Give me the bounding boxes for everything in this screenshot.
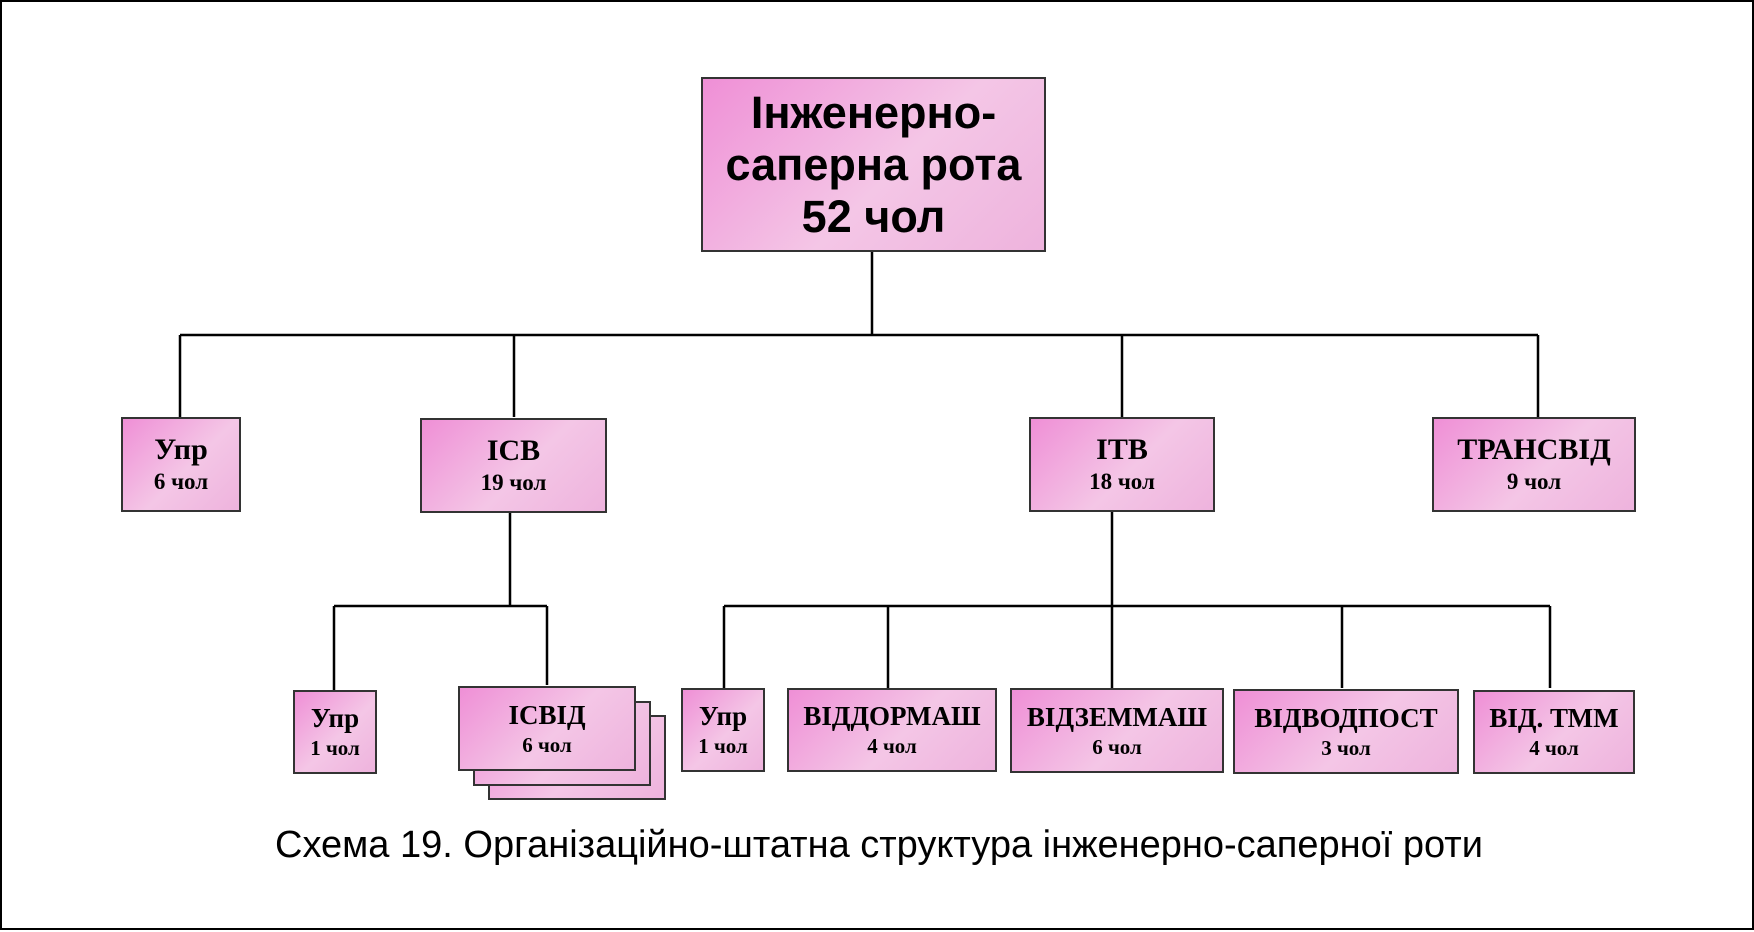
unit-box-isvid: ІСВІД 6 чол — [458, 686, 636, 771]
unit-box-vidtmm: ВІД. ТММ 4 чол — [1473, 690, 1635, 774]
unit-box-vidzemmash: ВІДЗЕММАШ 6 чол — [1010, 688, 1224, 773]
unit-name: ТРАНСВІД — [1457, 432, 1611, 466]
unit-name: ІСВІД — [508, 699, 586, 730]
root-box-engineer-sapper-company: Інженерно- саперна рота 52 чол — [701, 77, 1046, 252]
unit-count: 19 чол — [480, 469, 547, 495]
unit-name: ІТВ — [1096, 432, 1148, 466]
unit-box-itv: ІТВ 18 чол — [1029, 417, 1215, 512]
unit-name: ВІДВОДПОСТ — [1254, 702, 1438, 733]
root-count: 52 чол — [801, 190, 946, 242]
unit-box-transvid: ТРАНСВІД 9 чол — [1432, 417, 1636, 512]
unit-name: ВІДЗЕММАШ — [1026, 701, 1208, 732]
unit-name: Упр — [698, 701, 748, 731]
root-line2: саперна рота — [725, 138, 1022, 190]
root-line1: Інженерно- — [750, 86, 997, 138]
unit-count: 9 чол — [1506, 468, 1562, 494]
unit-count: 1 чол — [698, 734, 748, 758]
unit-count: 6 чол — [1092, 734, 1142, 759]
unit-count: 4 чол — [1529, 736, 1579, 760]
unit-name: ВІДДОРМАШ — [803, 701, 981, 731]
unit-name: Упр — [310, 703, 360, 733]
unit-count: 6 чол — [153, 468, 209, 494]
unit-name: Упр — [154, 432, 208, 466]
unit-box-upr: Упр 6 чол — [121, 417, 241, 512]
unit-name: ВІД. ТММ — [1489, 703, 1619, 733]
unit-box-vidvodpost: ВІДВОДПОСТ 3 чол — [1233, 689, 1459, 774]
unit-count: 6 чол — [522, 732, 572, 757]
unit-count: 3 чол — [1321, 735, 1371, 760]
unit-count: 1 чол — [310, 736, 360, 760]
unit-box-itv-upr: Упр 1 чол — [681, 688, 765, 772]
unit-name: ІСВ — [486, 433, 541, 467]
unit-count: 4 чол — [867, 734, 917, 758]
unit-count: 18 чол — [1089, 468, 1155, 494]
unit-box-isv: ІСВ 19 чол — [420, 418, 607, 513]
unit-box-isv-upr: Упр 1 чол — [293, 690, 377, 774]
diagram-caption: Схема 19. Організаційно-штатна структура… — [275, 824, 1483, 866]
unit-box-viddormash: ВІДДОРМАШ 4 чол — [787, 688, 997, 772]
